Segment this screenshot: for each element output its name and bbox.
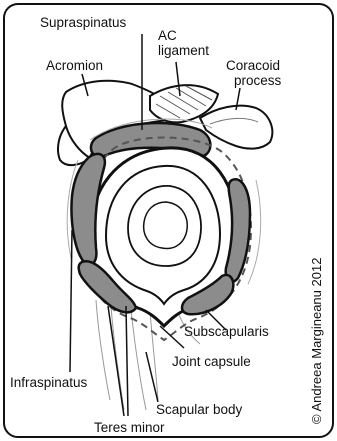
label-ac-ligament-line1: AC: [158, 28, 177, 43]
label-supraspinatus: Supraspinatus: [40, 15, 127, 30]
label-ac-ligament-line2: ligament: [158, 43, 209, 58]
label-acromion: Acromion: [46, 58, 103, 73]
label-coracoid-line2: process: [234, 73, 282, 88]
label-scapular-body: Scapular body: [156, 402, 243, 417]
copyright-text: © Andreea Margineanu 2012: [309, 258, 324, 424]
label-coracoid-line1: Coracoid: [226, 58, 280, 73]
label-teres-minor: Teres minor: [94, 420, 165, 435]
label-joint-capsule: Joint capsule: [172, 354, 251, 369]
label-infraspinatus: Infraspinatus: [10, 375, 88, 390]
label-subscapularis: Subscapularis: [184, 324, 269, 339]
